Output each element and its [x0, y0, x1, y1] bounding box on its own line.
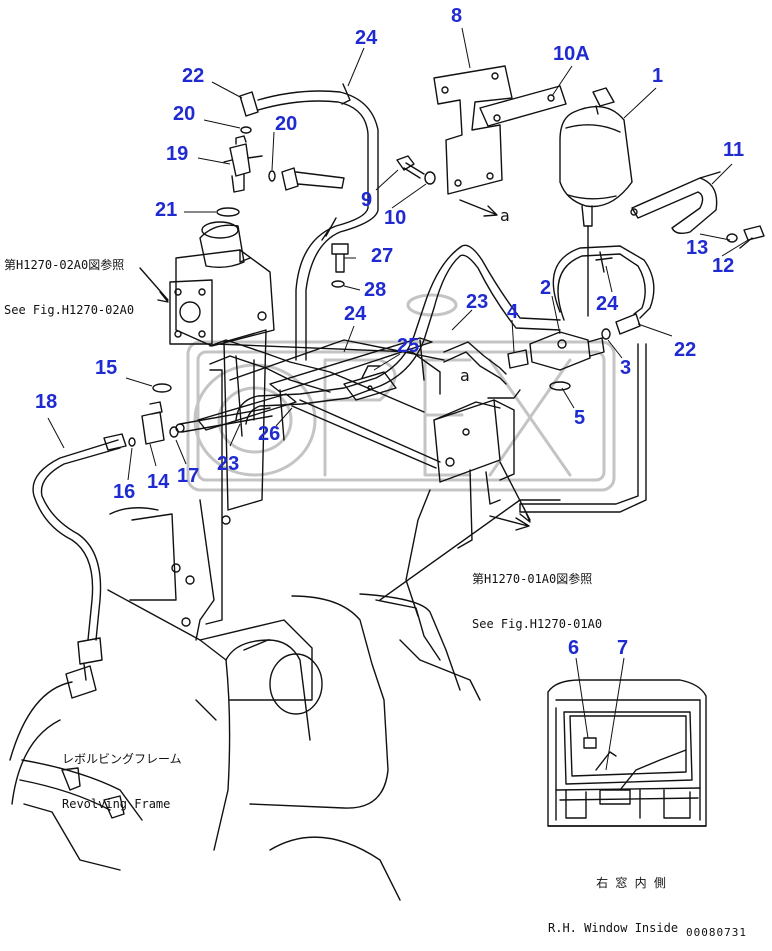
strap-11	[630, 171, 721, 235]
label-window-inside: 右 窓 内 側 R.H. Window Inside	[548, 846, 678, 951]
oring-5	[549, 381, 571, 391]
bracket-8	[433, 65, 513, 195]
pump-assembly	[169, 221, 275, 347]
ref-arrow-a-top	[459, 199, 498, 217]
callout-17: 17	[177, 465, 200, 487]
bolt-9	[396, 155, 425, 179]
ref-note-h1270-02a0-en: See Fig.H1270-02A0	[4, 303, 135, 317]
cab-inset	[547, 679, 707, 827]
bolt-12	[739, 225, 765, 249]
tube-24-right	[519, 343, 647, 513]
callout-4: 4	[507, 301, 519, 323]
ref-arrow-h1270-01a0	[489, 461, 531, 531]
callout-27: 27	[371, 245, 394, 267]
fitting-4	[507, 349, 529, 369]
callout-9: 9	[361, 189, 373, 211]
callout-8: 8	[451, 5, 463, 27]
label-revolving-frame-jp: レボルビングフレーム	[62, 752, 182, 766]
callout-23-bottom: 23	[217, 453, 240, 475]
fitting-22-top	[239, 91, 259, 117]
bracket-10a	[479, 85, 567, 127]
callout-24-right: 24	[596, 293, 619, 315]
stud-tube	[175, 407, 273, 433]
ref-note-h1270-02a0: 第H1270-02A0図参照 See Fig.H1270-02A0	[4, 228, 134, 333]
label-revolving-frame-en: Revolving Frame	[62, 797, 171, 811]
callout-21: 21	[155, 199, 178, 221]
frame-tower	[107, 311, 425, 701]
callout-22-right: 22	[674, 339, 697, 361]
callout-11: 11	[723, 139, 745, 161]
ref-mark-a-top: a	[500, 206, 510, 225]
opex-watermark	[186, 293, 616, 492]
callout-24-top: 24	[355, 27, 378, 49]
hose-24-upper	[257, 83, 379, 361]
ref-arrow-h1270-02a0	[139, 267, 169, 303]
callout-2: 2	[540, 277, 552, 299]
revolving-frame-outline	[9, 499, 561, 901]
leader-lines	[47, 27, 749, 771]
label-window-inside-en: R.H. Window Inside	[548, 921, 679, 935]
oring-16	[128, 437, 136, 447]
callout-24-mid: 24	[344, 303, 367, 325]
washer-28	[331, 280, 345, 288]
oring-21	[216, 207, 240, 217]
accumulator-1	[559, 87, 633, 317]
callout-18: 18	[35, 391, 58, 413]
callout-14: 14	[147, 471, 170, 493]
valve-block	[405, 399, 515, 617]
oring-3	[601, 328, 611, 340]
callout-10: 10	[384, 207, 407, 229]
ref-note-h1270-01a0-jp: 第H1270-01A0図参照	[472, 572, 593, 586]
callout-15: 15	[95, 357, 118, 379]
ref-note-h1270-01a0-en: See Fig.H1270-01A0	[472, 617, 603, 631]
drawing-number: 00080731	[686, 926, 747, 939]
callout-7: 7	[617, 637, 629, 659]
label-window-inside-jp: 右 窓 内 側	[596, 876, 666, 890]
callout-19: 19	[166, 143, 189, 165]
ref-mark-a-bottom: a	[460, 366, 470, 385]
callout-25: 25	[397, 335, 420, 357]
callout-16: 16	[113, 481, 136, 503]
oring-15	[152, 383, 172, 393]
washer-13	[726, 233, 738, 243]
callout-12: 12	[712, 255, 735, 277]
fitting-22-right	[615, 313, 641, 335]
hose-18	[32, 433, 127, 699]
ref-note-h1270-02a0-jp: 第H1270-02A0図参照	[4, 258, 125, 272]
callout-13: 13	[686, 237, 709, 259]
callout-26: 26	[258, 423, 281, 445]
callout-22-top: 22	[182, 65, 205, 87]
ref-arrow-a-bottom	[487, 389, 521, 399]
fitting-14	[141, 401, 165, 445]
oring-20-top	[240, 126, 252, 134]
tube-20	[281, 167, 345, 191]
callout-10a: 10A	[553, 43, 590, 65]
callout-23-top: 23	[466, 291, 489, 313]
washer-10	[424, 171, 436, 185]
callout-20-right: 20	[275, 113, 298, 135]
oring-17	[169, 426, 179, 438]
callout-6: 6	[568, 637, 580, 659]
callout-20-left: 20	[173, 103, 196, 125]
callout-1: 1	[652, 65, 664, 87]
callout-5: 5	[574, 407, 586, 429]
bolt-27	[331, 243, 349, 273]
hose-23	[235, 244, 561, 425]
callout-28: 28	[364, 279, 387, 301]
oring-20-side	[268, 170, 276, 182]
callout-3: 3	[620, 357, 632, 379]
ref-note-h1270-01a0: 第H1270-01A0図参照 See Fig.H1270-01A0	[472, 542, 602, 647]
valve-19	[223, 135, 263, 193]
label-revolving-frame: レボルビングフレーム Revolving Frame	[62, 722, 182, 827]
hose-22-right	[552, 245, 655, 321]
rail-26	[215, 337, 445, 469]
